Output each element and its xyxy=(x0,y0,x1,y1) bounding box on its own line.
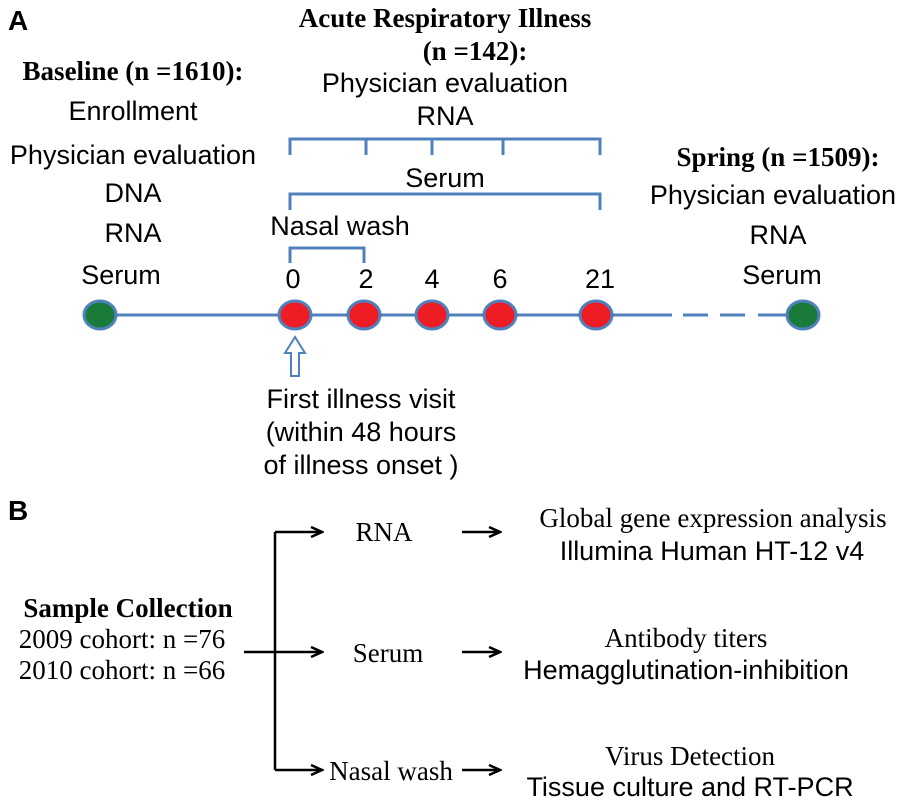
day-label-21: 21 xyxy=(585,264,615,294)
ari-physician-evaluation: Physician evaluation xyxy=(322,68,568,98)
first-visit-line-3: of illness onset ) xyxy=(263,450,458,480)
ari-count: (n =142): xyxy=(423,36,528,66)
spring-rna: RNA xyxy=(749,220,806,250)
branch-nasal-result: Virus Detection xyxy=(605,741,776,771)
branch-nasal-method: Tissue culture and RT-PCR xyxy=(526,772,853,800)
serum-bracket-label: Serum xyxy=(405,163,485,193)
branch-serum-method: Hemagglutination-inhibition xyxy=(523,655,849,685)
panel-b-label: B xyxy=(8,495,28,526)
branch-serum-result: Antibody titers xyxy=(605,623,768,653)
baseline-serum: Serum xyxy=(81,260,161,290)
baseline-enrollment: Enrollment xyxy=(68,96,198,126)
first-visit-arrow xyxy=(283,335,307,377)
ari-rna: RNA xyxy=(416,101,473,131)
baseline-rna: RNA xyxy=(104,218,161,248)
baseline-dna: DNA xyxy=(104,178,161,208)
ari-title: Acute Respiratory Illness xyxy=(299,3,591,33)
day-label-0: 0 xyxy=(285,264,300,294)
baseline-physician-evaluation: Physician evaluation xyxy=(10,140,256,170)
branch-connector xyxy=(244,532,322,770)
day-label-4: 4 xyxy=(424,264,439,294)
branch-rna-method: Illumina Human HT-12 v4 xyxy=(560,536,865,566)
day-0-dot xyxy=(277,299,313,331)
sample-collection-title: Sample Collection xyxy=(23,593,232,623)
first-visit-line-1: First illness visit xyxy=(266,384,456,414)
serum-bracket xyxy=(288,192,602,210)
rna-bracket xyxy=(288,137,602,155)
baseline-dot xyxy=(82,299,118,331)
day-label-2: 2 xyxy=(358,264,373,294)
branch-serum-label: Serum xyxy=(353,638,424,668)
day-6-dot xyxy=(482,299,518,331)
day-4-dot xyxy=(414,299,450,331)
day-2-dot xyxy=(346,299,382,331)
branch-rna-label: RNA xyxy=(355,517,413,547)
nasal-wash-bracket-label: Nasal wash xyxy=(270,211,410,241)
spring-physician-evaluation: Physician evaluation xyxy=(650,180,896,210)
nasal-wash-bracket xyxy=(288,246,366,263)
spring-dot xyxy=(785,299,821,331)
day-21-dot xyxy=(578,299,614,331)
spring-title: Spring (n =1509): xyxy=(677,142,880,172)
branch-nasal-label: Nasal wash xyxy=(329,756,453,786)
panel-a-label: A xyxy=(8,5,28,36)
spring-serum: Serum xyxy=(742,260,822,290)
day-label-6: 6 xyxy=(492,264,507,294)
first-visit-line-2: (within 48 hours xyxy=(266,417,457,447)
cohort-2010: 2010 cohort: n =66 xyxy=(19,655,225,685)
baseline-title: Baseline (n =1610): xyxy=(23,56,244,86)
branch-rna-result: Global gene expression analysis xyxy=(539,503,886,533)
cohort-2009: 2009 cohort: n =76 xyxy=(19,624,225,654)
